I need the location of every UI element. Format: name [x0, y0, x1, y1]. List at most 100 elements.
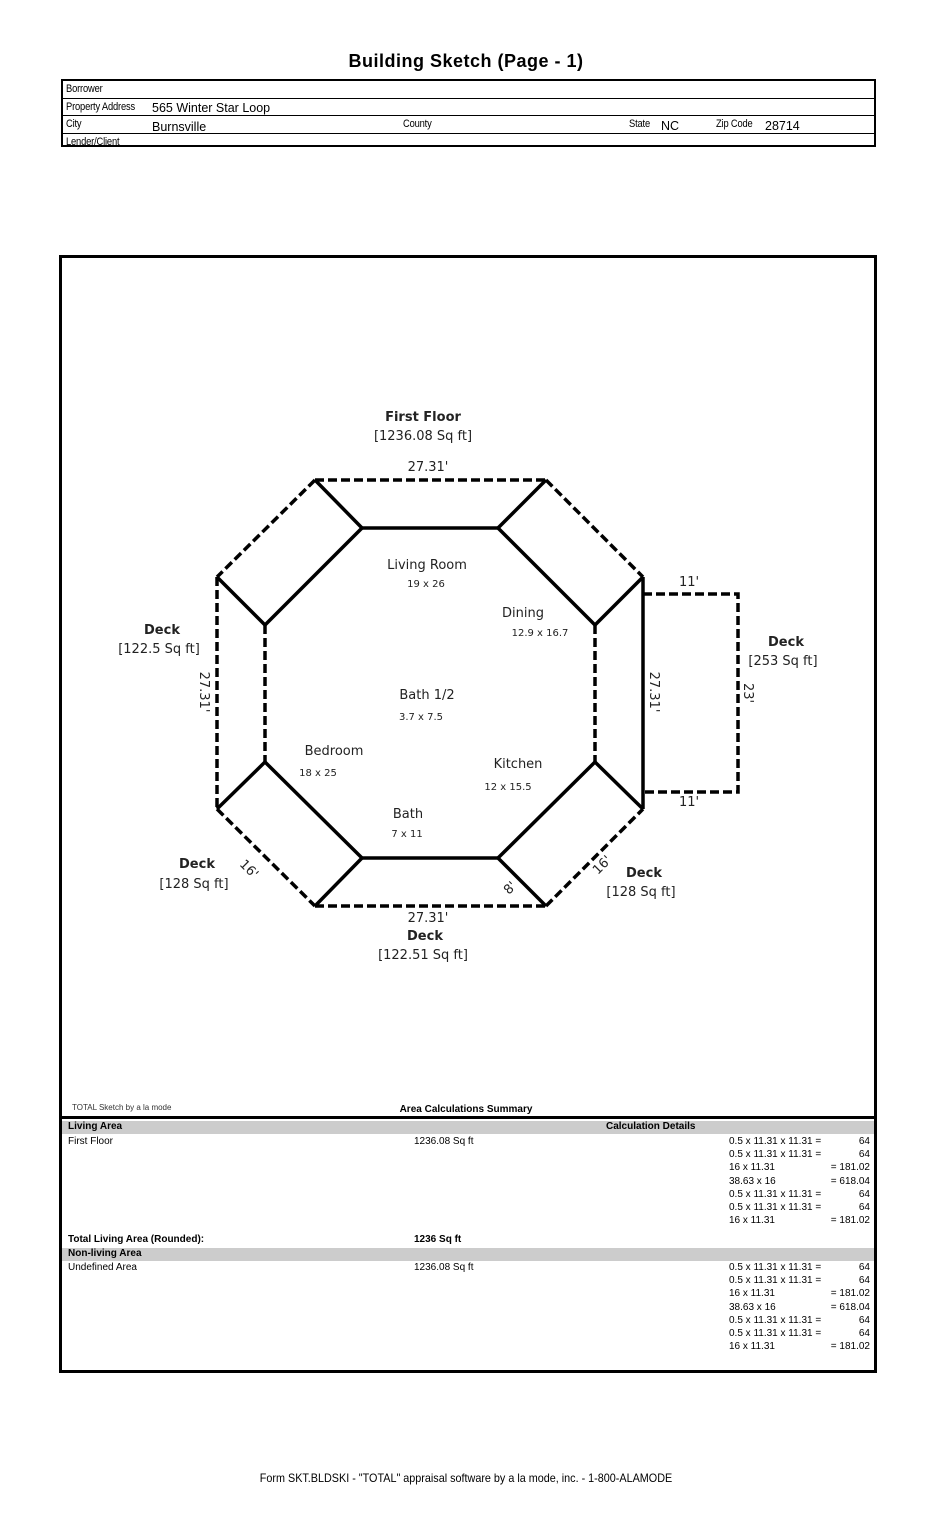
- lender-label: Lender/Client: [66, 135, 120, 148]
- calc-expr: 16 x 11.31: [729, 1215, 775, 1227]
- nonliving-area: 1236.08 Sq ft: [414, 1262, 474, 1273]
- room-size: 18 x 25: [299, 768, 337, 779]
- calc-expr: 0.5 x 11.31 x 11.31 =: [729, 1262, 822, 1273]
- calc-list: 0.5 x 11.31 x 11.31 = 64 0.5 x 11.31 x 11…: [62, 1262, 874, 1354]
- calc-row: 16 x 11.31 = 181.02: [62, 1288, 874, 1301]
- dim-diag-left: 16': [236, 857, 261, 882]
- state-label: State: [629, 118, 650, 130]
- dim-deck-top: 11': [679, 575, 699, 590]
- form-footer: Form SKT.BLDSKI - "TOTAL" appraisal soft…: [259, 1471, 673, 1485]
- calc-row: 16 x 11.31 = 181.02: [62, 1341, 874, 1354]
- page-title: Building Sketch (Page - 1): [348, 51, 584, 71]
- room-size: 3.7 x 7.5: [399, 712, 443, 723]
- dim-right: 27.31': [646, 672, 661, 713]
- calc-result: = 181.02: [830, 1341, 870, 1353]
- calc-expr: 38.63 x 16: [729, 1175, 776, 1187]
- calc-result: 64: [858, 1136, 870, 1147]
- calc-result: 64: [858, 1262, 870, 1273]
- city-value: Burnsville: [152, 120, 207, 134]
- calc-expr: 0.5 x 11.31 x 11.31 =: [729, 1188, 822, 1200]
- dim-top: 27.31': [408, 460, 449, 475]
- deck-name: Deck: [626, 866, 662, 881]
- room-name: Bath: [393, 807, 423, 822]
- calc-expr: 0.5 x 11.31 x 11.31 =: [729, 1149, 822, 1161]
- address-value: 565 Winter Star Loop: [152, 100, 271, 115]
- calc-result: 64: [858, 1201, 870, 1213]
- sketch-frame: [59, 255, 877, 1373]
- calc-result: 64: [858, 1149, 870, 1161]
- dim-deck-side: 23': [740, 683, 755, 703]
- calc-expr: 0.5 x 11.31 x 11.31 =: [729, 1136, 822, 1147]
- calc-row: 16 x 11.31 = 181.02: [62, 1215, 874, 1228]
- room-size: 12 x 15.5: [484, 782, 531, 793]
- summary-title: Area Calculations Summary: [399, 1104, 533, 1115]
- city-label: City: [66, 118, 82, 130]
- dim-bottom: 27.31': [408, 911, 449, 926]
- calc-result: = 181.02: [830, 1215, 870, 1227]
- calc-expr: 0.5 x 11.31 x 11.31 =: [729, 1275, 822, 1287]
- borrower-label: Borrower: [66, 83, 103, 95]
- deck-name: Deck: [179, 857, 215, 872]
- calc-result: = 181.02: [830, 1162, 870, 1174]
- living-area-header: Living Area: [68, 1121, 123, 1132]
- calc-row: 0.5 x 11.31 x 11.31 = 64: [62, 1275, 874, 1288]
- calc-list: 0.5 x 11.31 x 11.31 = 64 0.5 x 11.31 x 11…: [62, 1136, 874, 1228]
- first-floor-area: [1236.08 Sq ft]: [374, 429, 472, 444]
- room-name: Bedroom: [305, 744, 364, 759]
- deck-area: [128 Sq ft]: [159, 877, 228, 892]
- room-name: Dining: [502, 606, 544, 621]
- first-floor-label: First Floor: [385, 410, 461, 425]
- calc-result: = 618.04: [830, 1175, 870, 1187]
- calc-result: = 181.02: [830, 1288, 870, 1300]
- calc-expr: 16 x 11.31: [729, 1341, 775, 1353]
- calc-expr: 16 x 11.31: [729, 1288, 775, 1300]
- calc-row: 0.5 x 11.31 x 11.31 = 64: [62, 1189, 874, 1202]
- deck-name: Deck: [144, 623, 180, 638]
- deck-area: [253 Sq ft]: [748, 654, 817, 669]
- property-header: Borrower Property Address 565 Winter Star…: [61, 79, 876, 148]
- calc-expr: 38.63 x 16: [729, 1301, 776, 1313]
- walls-solid: [215, 478, 645, 908]
- calc-row: 0.5 x 11.31 x 11.31 = 64: [62, 1202, 874, 1215]
- deck-outline-dashed: [215, 478, 740, 908]
- county-label: County: [403, 118, 432, 130]
- total-value: 1236 Sq ft: [414, 1234, 462, 1245]
- calc-details-header: Calculation Details: [606, 1121, 696, 1132]
- calc-result: 64: [858, 1188, 870, 1200]
- dim-deck-bottom: 11': [679, 795, 699, 810]
- room-name: Kitchen: [494, 757, 543, 772]
- calc-expr: 0.5 x 11.31 x 11.31 =: [729, 1201, 822, 1213]
- calc-result: 64: [858, 1327, 870, 1339]
- divider: [59, 1116, 877, 1119]
- room-size: 7 x 11: [391, 829, 422, 840]
- calc-expr: 16 x 11.31: [729, 1162, 775, 1174]
- address-label: Property Address: [66, 100, 136, 113]
- living-name: First Floor: [68, 1136, 113, 1147]
- calc-result: = 618.04: [830, 1301, 870, 1313]
- nonliving-header: Non-living Area: [68, 1248, 142, 1259]
- calc-result: 64: [858, 1275, 870, 1287]
- calc-expr: 0.5 x 11.31 x 11.31 =: [729, 1314, 822, 1326]
- nonliving-name: Undefined Area: [68, 1262, 137, 1273]
- area-calculations: Living Area Calculation Details First Flo…: [62, 1121, 874, 1361]
- calc-result: 64: [858, 1314, 870, 1326]
- calc-row: 16 x 11.31 = 181.02: [62, 1162, 874, 1175]
- sketch-credit: TOTAL Sketch by a la mode: [72, 1103, 172, 1112]
- room-size: 19 x 26: [407, 579, 445, 590]
- dim-diag-small: 8': [501, 879, 520, 898]
- deck-area: [128 Sq ft]: [606, 885, 675, 900]
- deck-name: Deck: [407, 929, 443, 944]
- calc-row: 0.5 x 11.31 x 11.31 = 64: [62, 1315, 874, 1328]
- room-size: 12.9 x 16.7: [512, 628, 569, 639]
- calc-row: 38.63 x 16 = 618.04: [62, 1302, 874, 1315]
- deck-area: [122.51 Sq ft]: [378, 948, 468, 963]
- calc-expr: 0.5 x 11.31 x 11.31 =: [729, 1327, 822, 1339]
- room-name: Bath 1/2: [399, 688, 454, 703]
- calc-row: 0.5 x 11.31 x 11.31 = 64: [62, 1149, 874, 1162]
- dim-left: 27.31': [196, 672, 211, 713]
- living-area: 1236.08 Sq ft: [414, 1136, 474, 1147]
- zip-label: Zip Code: [716, 118, 753, 130]
- total-label: Total Living Area (Rounded):: [68, 1234, 205, 1245]
